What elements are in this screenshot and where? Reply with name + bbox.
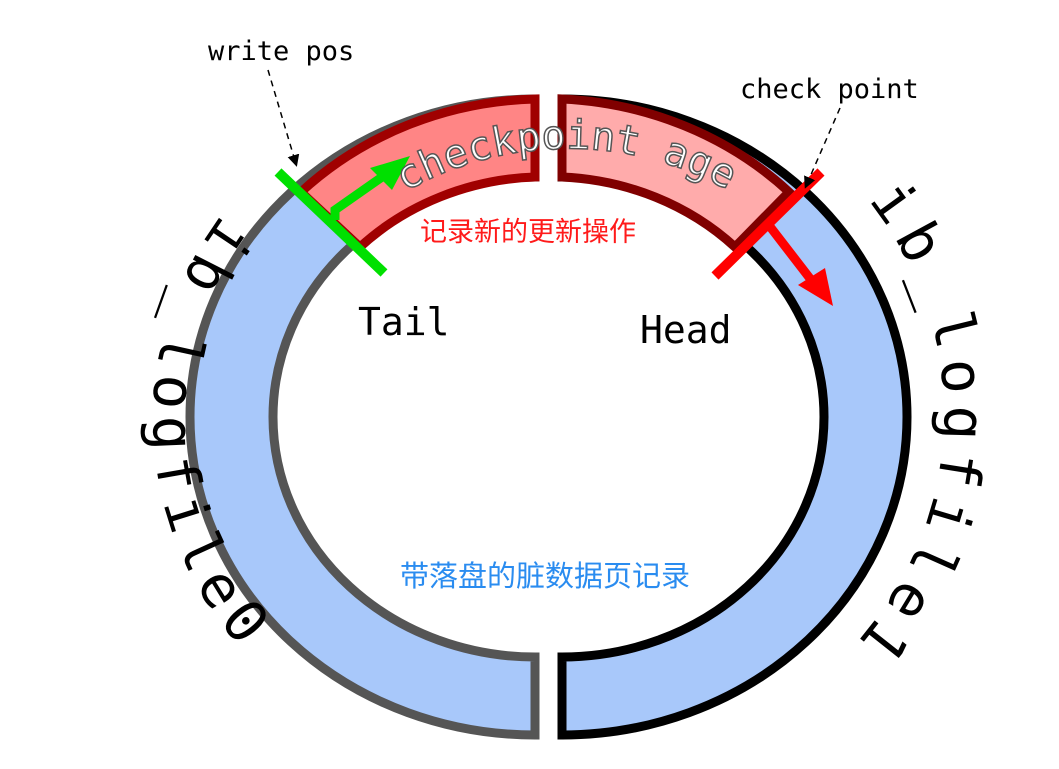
checkpoint-age-left-segment	[294, 94, 540, 254]
logfile1-ring-segment	[557, 94, 912, 740]
check-point-label: check point	[740, 74, 919, 105]
write-pos-marker	[274, 168, 388, 277]
check-point-pointer-icon	[804, 107, 841, 189]
write-pos-arrow-icon	[330, 166, 395, 220]
write-pos-arrowhead-icon	[370, 156, 410, 190]
write-pos-label: write pos	[208, 36, 354, 67]
new-updates-label: 记录新的更新操作	[420, 217, 636, 248]
check-point-arrowhead-icon	[798, 268, 833, 306]
dirty-pages-label: 带落盘的脏数据页记录	[400, 559, 690, 593]
logfile0-ring-segment	[185, 94, 540, 740]
check-point-arrow-icon	[764, 221, 819, 288]
write-pos-pointer-icon	[267, 69, 300, 167]
tail-label: Tail	[358, 300, 450, 344]
head-label: Head	[640, 308, 732, 352]
checkpoint-age-right-segment	[557, 94, 796, 254]
